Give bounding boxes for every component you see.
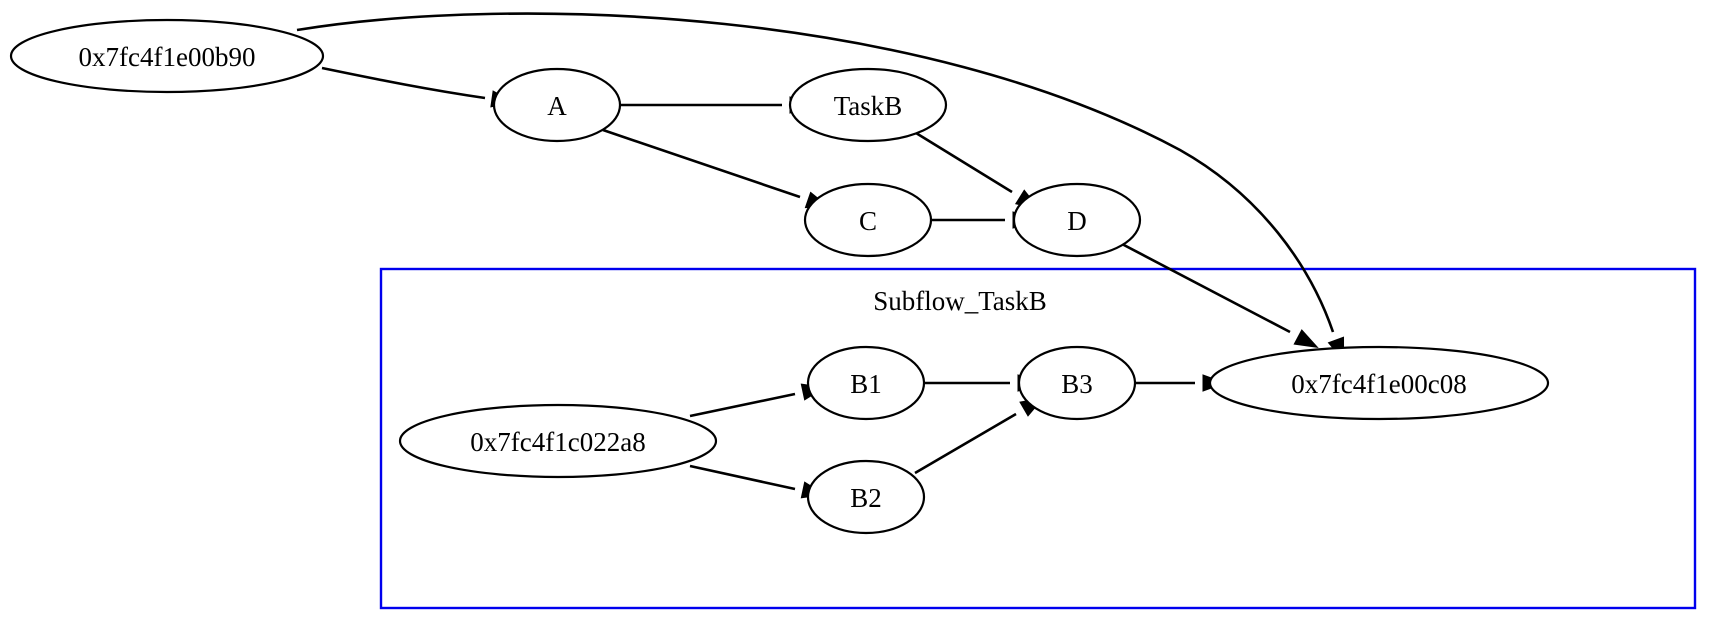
edge-D-to-end xyxy=(1121,242,1319,349)
node-label: C xyxy=(859,206,877,236)
node-shape[interactable] xyxy=(1017,345,1137,421)
node-end[interactable]: 0x7fc4f1e00c08 xyxy=(1208,345,1550,421)
node-label: D xyxy=(1067,206,1087,236)
edge-sub_start-to-B1 xyxy=(689,383,826,418)
edge-line xyxy=(914,412,1017,475)
cluster-cluster_subflow_taskb: Subflow_TaskB xyxy=(379,267,1697,610)
edge-line xyxy=(689,392,796,418)
edge-A-to-TaskB xyxy=(621,96,814,114)
edge-start-to-A xyxy=(321,66,516,108)
edge-B2-to-B3 xyxy=(914,397,1045,475)
node-shape[interactable] xyxy=(1208,345,1550,421)
node-B3[interactable]: B3 xyxy=(1017,345,1137,421)
edge-line xyxy=(321,66,486,100)
node-shape[interactable] xyxy=(9,18,325,94)
node-shape[interactable] xyxy=(492,67,622,143)
node-shape[interactable] xyxy=(398,403,718,479)
node-label: 0x7fc4f1e00c08 xyxy=(1291,369,1466,399)
node-shape[interactable] xyxy=(1012,182,1142,258)
node-TaskB[interactable]: TaskB xyxy=(788,67,948,143)
node-D[interactable]: D xyxy=(1012,182,1142,258)
edge-line xyxy=(602,128,801,199)
node-label: TaskB xyxy=(834,91,903,121)
node-start[interactable]: 0x7fc4f1e00b90 xyxy=(9,18,325,94)
edge-sub_start-to-B2 xyxy=(689,464,826,499)
node-label: B3 xyxy=(1061,369,1093,399)
node-shape[interactable] xyxy=(788,67,948,143)
node-shape[interactable] xyxy=(803,182,933,258)
node-label: 0x7fc4f1e00b90 xyxy=(79,42,256,72)
edge-line xyxy=(915,131,1013,194)
node-label: 0x7fc4f1c022a8 xyxy=(470,427,645,457)
arrow-head-icon xyxy=(1293,329,1319,349)
node-label: A xyxy=(547,91,567,121)
edge-line xyxy=(1121,242,1291,334)
node-C[interactable]: C xyxy=(803,182,933,258)
node-A[interactable]: A xyxy=(492,67,622,143)
edge-line xyxy=(296,12,1335,333)
cluster-label: Subflow_TaskB xyxy=(873,286,1047,316)
node-label: B1 xyxy=(850,369,882,399)
node-B2[interactable]: B2 xyxy=(806,459,926,535)
edge-A-to-C xyxy=(602,128,831,209)
node-B1[interactable]: B1 xyxy=(806,345,926,421)
cluster-layer: Subflow_TaskB xyxy=(379,267,1697,610)
node-label: B2 xyxy=(850,483,882,513)
edge-line xyxy=(689,464,796,491)
node-sub_start[interactable]: 0x7fc4f1c022a8 xyxy=(398,403,718,479)
cluster-border xyxy=(379,267,1697,610)
edge-start-to-end xyxy=(296,12,1345,363)
node-shape[interactable] xyxy=(806,345,926,421)
node-shape[interactable] xyxy=(806,459,926,535)
